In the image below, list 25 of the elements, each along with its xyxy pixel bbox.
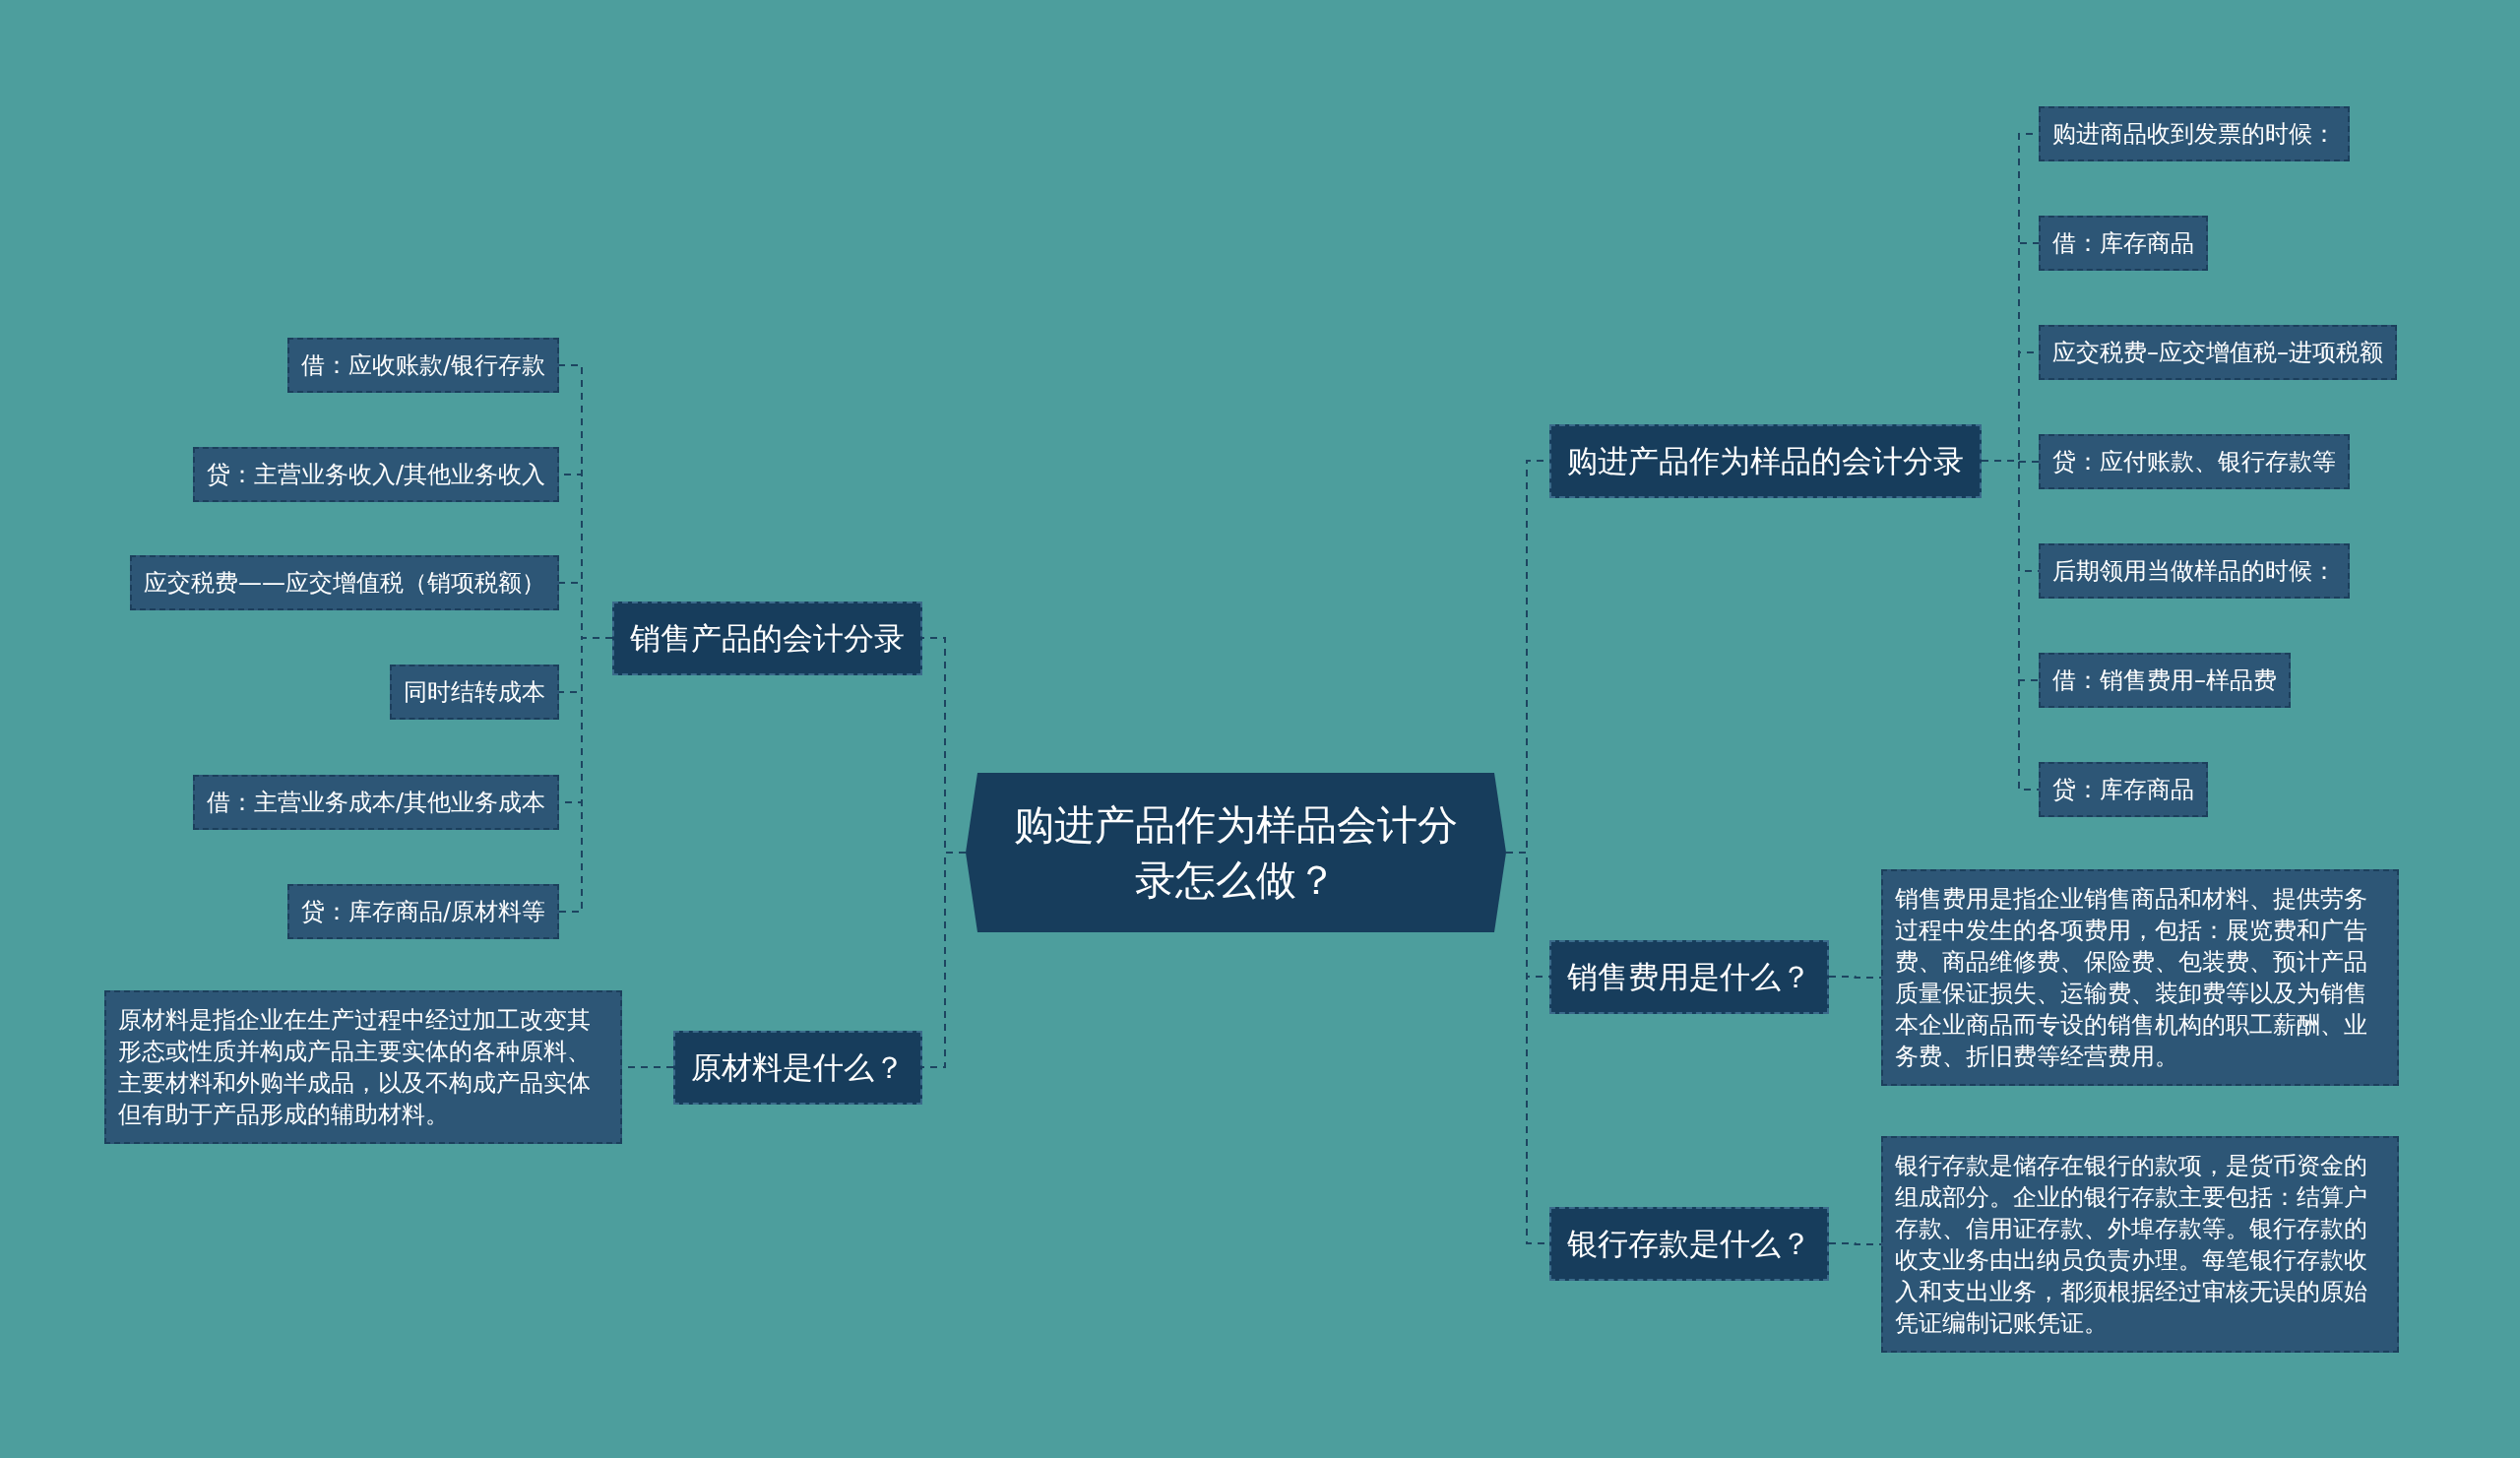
entry-node: 借：库存商品 <box>2039 216 2208 271</box>
entry-node: 借：主营业务成本/其他业务成本 <box>192 775 559 830</box>
entry-node: 应交税费–应交增值税–进项税额 <box>2039 325 2397 380</box>
entry-node: 应交税费——应交增值税（销项税额） <box>130 555 559 610</box>
note-node: 销售费用是指企业销售商品和材料、提供劳务过程中发生的各项费用，包括：展览费和广告费、商品维修费、保险费、包装费、预计产品质量保证损失、运输费、装卸费等以及为销售本企业商品而专设的销售机构的职工薪酬、业务费、折旧费等经营费用。 <box>1881 869 2399 1086</box>
connector <box>1828 976 1882 979</box>
branch-node: 购进产品作为样品的会计分录 <box>1549 423 1982 498</box>
branch-node: 销售费用是什么？ <box>1549 939 1829 1014</box>
entry-node: 借：销售费用–样品费 <box>2039 653 2291 708</box>
branch-node: 销售产品的会计分录 <box>612 601 922 675</box>
entry-node: 购进商品收到发票的时候： <box>2039 106 2350 161</box>
entry-node: 贷：库存商品/原材料等 <box>286 884 559 939</box>
entry-node: 贷：库存商品 <box>2039 762 2208 817</box>
entry-node: 贷：主营业务收入/其他业务收入 <box>192 447 559 502</box>
connector <box>921 852 967 1068</box>
connector <box>558 637 613 913</box>
branch-node: 银行存款是什么？ <box>1549 1206 1829 1281</box>
entry-node: 同时结转成本 <box>390 665 559 720</box>
entry-node: 借：应收账款/银行存款 <box>286 338 559 393</box>
entry-node: 贷：应付账款、银行存款等 <box>2039 434 2350 489</box>
note-node: 银行存款是储存在银行的款项，是货币资金的组成部分。企业的银行存款主要包括：结算户存款、信用证存款、外埠存款等。银行存款的收支业务由出纳员负责办理。每笔银行存款收入和支出业务，都须根据经过审核无误的原始凭证编制记账凭证。 <box>1881 1136 2399 1353</box>
branch-node: 原材料是什么？ <box>673 1030 922 1105</box>
entry-node: 后期领用当做样品的时候： <box>2039 543 2350 599</box>
note-node: 原材料是指企业在生产过程中经过加工改变其形态或性质并构成产品主要实体的各种原料、主要材料和外购半成品，以及不构成产品实体但有助于产品形成的辅助材料。 <box>104 990 622 1144</box>
connector <box>1828 1242 1882 1245</box>
